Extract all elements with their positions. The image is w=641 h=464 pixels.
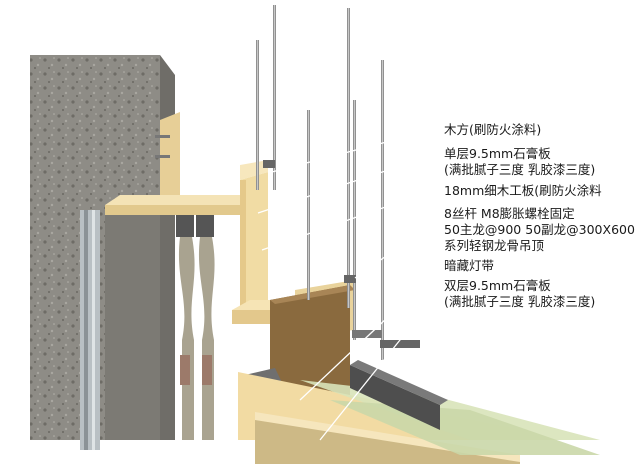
plywood-shelf: [105, 195, 262, 215]
wall-metal-profile: [80, 210, 100, 450]
wall-wood-battens: [155, 112, 180, 200]
label-single-gypsum-line2: (满批腻子三度 乳胶漆三度): [444, 162, 596, 177]
label-single-gypsum-line1: 单层9.5mm石膏板: [444, 146, 551, 161]
label-double-gypsum-line2: (满批腻子三度 乳胶漆三度): [444, 294, 596, 309]
label-plywood-18mm: 18mm细木工板(刷防火涂料: [444, 183, 602, 198]
stepped-soffit: [232, 160, 355, 415]
bottom-gypsum-layers: [238, 372, 600, 464]
label-suspension-line1: 8丝杆 M8膨胀螺栓固定: [444, 206, 575, 221]
label-suspension-line2: 50主龙@900 50副龙@300X600: [444, 222, 635, 237]
label-wood-batten: 木方(刷防火涂料): [444, 122, 542, 137]
hanging-fixtures: [176, 215, 215, 440]
label-double-gypsum-line1: 双层9.5mm石膏板: [444, 278, 551, 293]
leader-lines: [257, 127, 441, 441]
label-suspension-line3: 系列轻钢龙骨吊顶: [444, 238, 545, 253]
concrete-wall: [30, 55, 175, 440]
label-hidden-light-strip: 暗藏灯带: [444, 258, 495, 273]
suspension-rods: [256, 5, 384, 360]
